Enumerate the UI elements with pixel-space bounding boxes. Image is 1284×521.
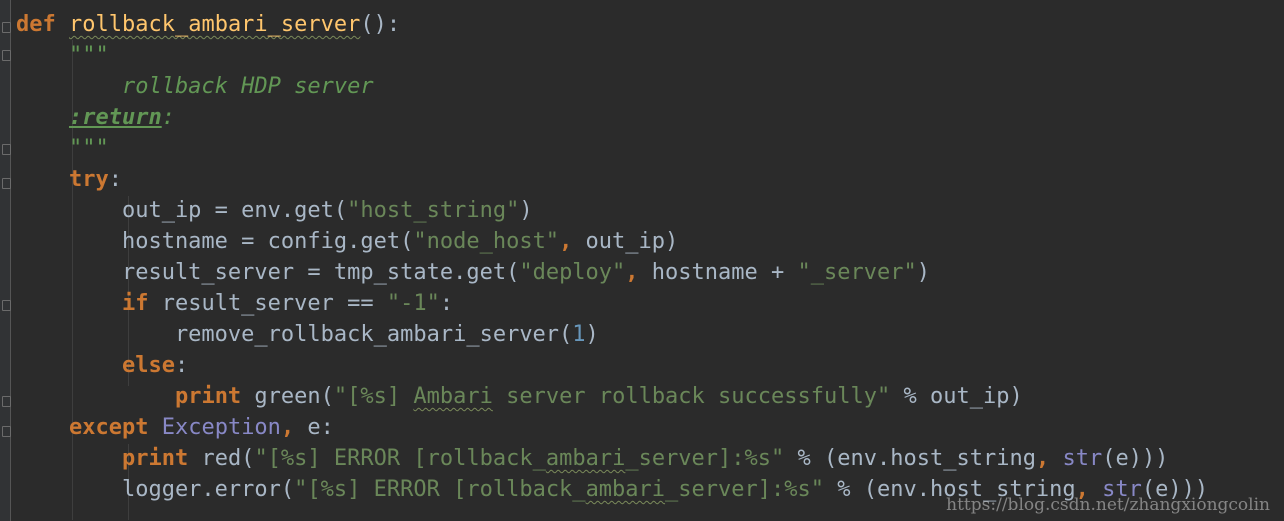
code-token	[16, 384, 175, 409]
fold-marker-icon[interactable]	[2, 396, 11, 407]
code-token: :	[108, 167, 122, 192]
code-token: :	[174, 353, 189, 378]
code-token: str	[1102, 477, 1142, 502]
code-token: remove_rollback_ambari_server(	[16, 322, 573, 347]
code-token	[16, 353, 122, 378]
code-token: "_server"	[797, 260, 917, 285]
code-token: result_server = tmp_state.get(	[16, 260, 520, 285]
code-token: out_ip)	[572, 229, 679, 254]
code-line[interactable]: """	[16, 133, 1208, 164]
code-line[interactable]: except Exception, e:	[16, 412, 1208, 443]
fold-marker-icon[interactable]	[2, 426, 11, 437]
code-token: if	[121, 291, 149, 316]
code-token: ,	[559, 229, 573, 254]
code-token: _server]:%s"	[665, 477, 824, 502]
code-line[interactable]: try:	[16, 164, 1208, 195]
code-token: """	[16, 136, 109, 161]
code-token: logger.error(	[16, 477, 295, 502]
code-token	[148, 415, 161, 440]
code-token: :	[439, 291, 454, 316]
code-token: except	[68, 415, 149, 440]
indent-guide	[72, 40, 73, 520]
code-token: )	[916, 260, 930, 285]
fold-marker-icon[interactable]	[2, 22, 11, 33]
code-token: )	[585, 322, 599, 347]
code-token: red(	[188, 446, 255, 471]
code-token: print	[174, 384, 242, 409]
code-line[interactable]: result_server = tmp_state.get("deploy", …	[16, 257, 1208, 288]
code-token	[16, 291, 122, 316]
code-token: def	[16, 12, 56, 37]
code-token	[1049, 446, 1062, 471]
code-token: Exception	[161, 415, 281, 440]
code-line[interactable]: print green("[%s] Ambari server rollback…	[16, 381, 1208, 412]
code-token: :	[161, 105, 175, 130]
fold-marker-icon[interactable]	[2, 50, 11, 61]
code-token: ,	[280, 415, 295, 440]
code-token	[16, 167, 69, 192]
code-line[interactable]: def rollback_ambari_server():	[16, 9, 1208, 40]
code-token: % (env.host_string	[824, 477, 1076, 502]
code-token: ambari	[585, 477, 666, 502]
indent-guide	[128, 444, 129, 520]
fold-marker-icon[interactable]	[2, 300, 11, 311]
fold-marker-icon[interactable]	[2, 144, 11, 155]
code-token: green(	[241, 384, 334, 409]
watermark: https://blog.csdn.net/zhangxiongcolin	[946, 495, 1270, 515]
code-token: "deploy"	[519, 260, 626, 285]
code-token	[16, 415, 69, 440]
code-token: ,	[625, 260, 639, 285]
code-token	[16, 446, 122, 471]
code-token	[56, 12, 69, 37]
code-token: else	[121, 353, 175, 378]
code-token: "host_string"	[347, 198, 520, 223]
code-token: str	[1062, 446, 1103, 471]
code-token: hostname +	[638, 260, 798, 285]
code-line[interactable]: hostname = config.get("node_host", out_i…	[16, 226, 1208, 257]
code-token: ():	[360, 12, 401, 37]
indent-guide	[128, 196, 129, 386]
code-line[interactable]: print red("[%s] ERROR [rollback_ambari_s…	[16, 443, 1208, 474]
code-token: "[%s]	[333, 384, 414, 409]
code-line[interactable]: rollback HDP server	[16, 71, 1208, 102]
code-token: _server]:%s"	[625, 446, 785, 471]
code-line[interactable]: if result_server == "-1":	[16, 288, 1208, 319]
code-line[interactable]: :return:	[16, 102, 1208, 133]
code-line[interactable]: out_ip = env.get("host_string")	[16, 195, 1208, 226]
code-token: rollback HDP server	[16, 74, 374, 99]
code-token: "node_host"	[413, 229, 560, 254]
code-token: "[%s] ERROR [rollback_	[254, 446, 546, 471]
code-token: (e)))	[1141, 477, 1209, 502]
code-token: )	[519, 198, 533, 223]
code-area[interactable]: def rollback_ambari_server(): """ rollba…	[16, 9, 1208, 505]
code-token: result_server ==	[148, 291, 387, 316]
code-line[interactable]: """	[16, 40, 1208, 71]
code-token: hostname = config.get(	[16, 229, 414, 254]
code-token: """	[16, 43, 109, 68]
code-token: print	[121, 446, 189, 471]
code-token	[16, 105, 69, 130]
code-token: server rollback successfully"	[492, 384, 891, 409]
code-token: "-1"	[386, 291, 440, 316]
code-token: :return	[68, 105, 162, 130]
code-line[interactable]: else:	[16, 350, 1208, 381]
code-line[interactable]: remove_rollback_ambari_server(1)	[16, 319, 1208, 350]
code-token: ,	[1035, 446, 1050, 471]
fold-marker-icon[interactable]	[2, 178, 11, 189]
code-token: (e)))	[1102, 446, 1169, 471]
code-token: % out_ip)	[890, 384, 1023, 409]
code-token: % (env.host_string	[784, 446, 1036, 471]
code-token: out_ip = env.get(	[16, 198, 348, 223]
code-token: "[%s] ERROR [rollback_	[294, 477, 586, 502]
code-token: Ambari	[413, 384, 493, 409]
code-line[interactable]: logger.error("[%s] ERROR [rollback_ambar…	[16, 474, 1208, 505]
code-token: ,	[1075, 477, 1089, 502]
code-token: e:	[294, 415, 334, 440]
code-token: try	[68, 167, 109, 192]
code-token: 1	[572, 322, 586, 347]
editor-gutter	[0, 0, 11, 521]
code-token: rollback_ambari_server	[69, 12, 361, 37]
code-token: ambari	[545, 446, 626, 471]
